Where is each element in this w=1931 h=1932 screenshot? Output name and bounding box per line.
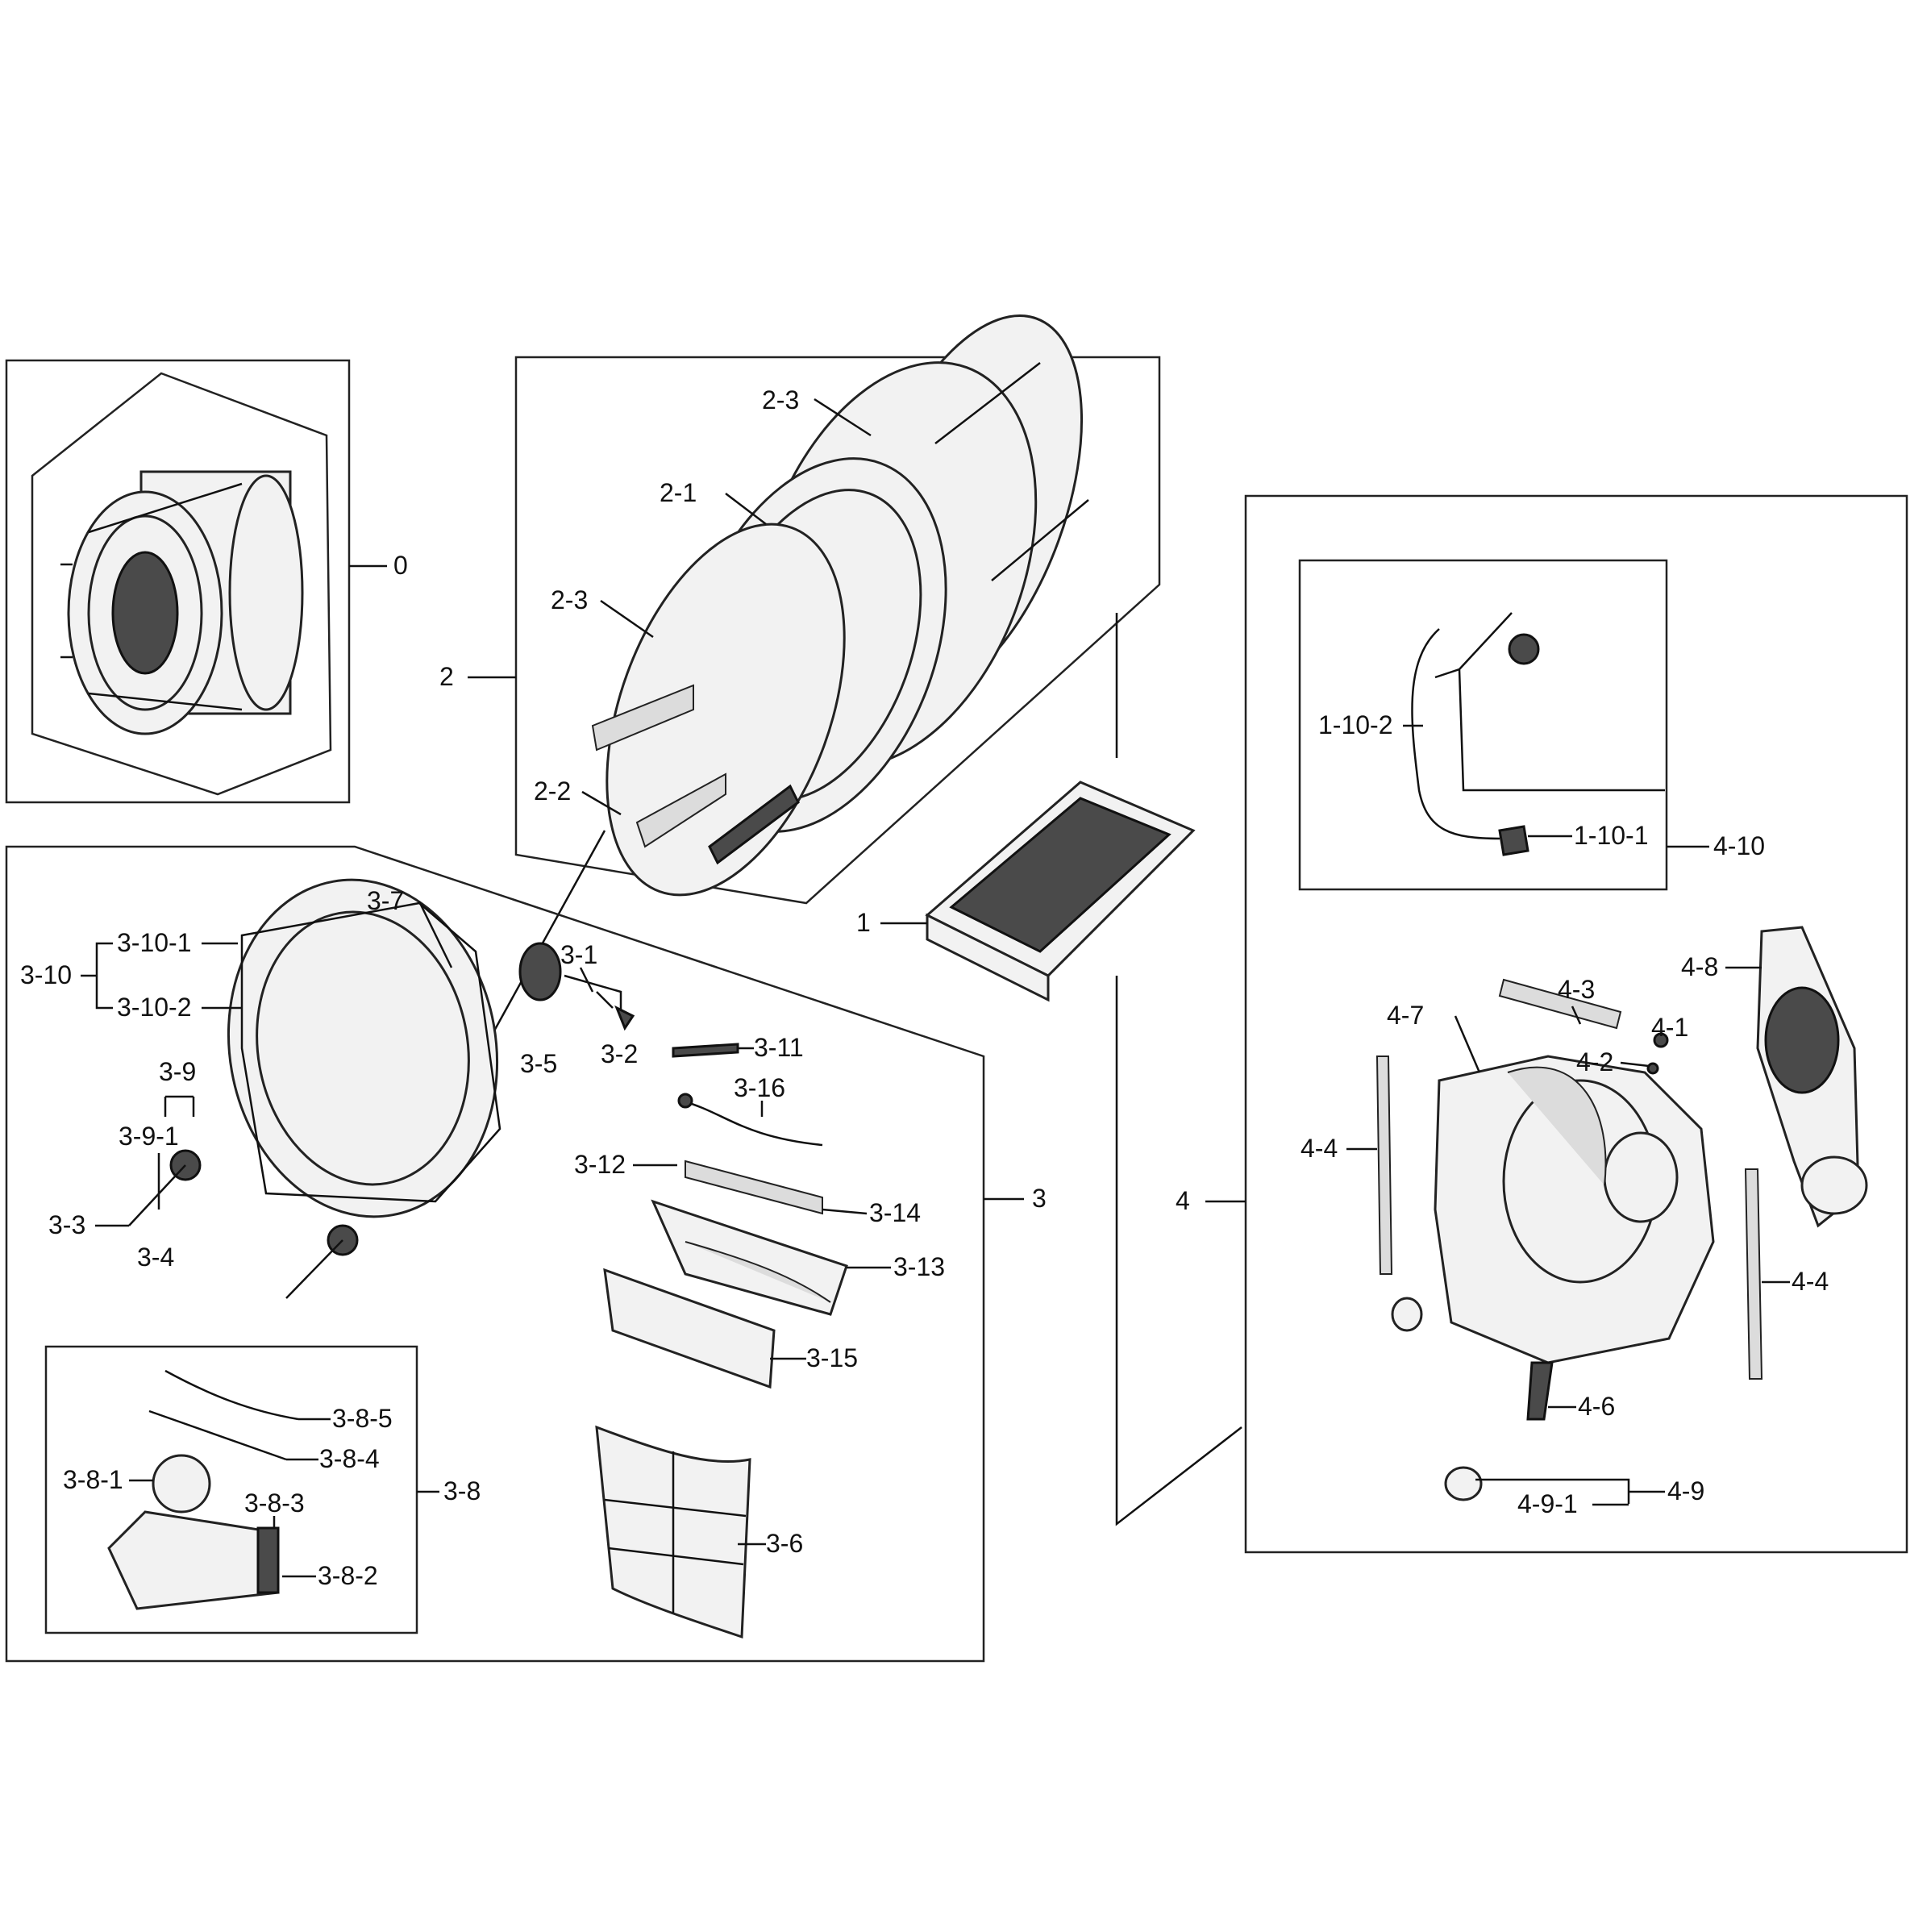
back-panel-illustration <box>1375 926 1868 1501</box>
label-3-8-5: 3-8-5 <box>332 1404 393 1433</box>
label-3-9-1: 3-9-1 <box>119 1122 179 1151</box>
part-3-8-1-seal <box>152 1454 211 1514</box>
panel-0-drum-assembly: 0 <box>5 359 408 804</box>
label-2-3-mid: 2-3 <box>551 585 588 614</box>
leader-2-3-mid <box>600 599 654 639</box>
bracket-3-9 <box>164 1095 195 1117</box>
part-4-4-left-rail <box>1375 1056 1393 1275</box>
panel-4-rear: 1-10-2 1-10-1 4-10 4-3 4-8 4-1 <box>1176 494 1908 1554</box>
label-4-2: 4-2 <box>1576 1047 1613 1076</box>
panel-4-frame <box>1244 494 1908 1554</box>
bracket-3-10 <box>81 942 113 1010</box>
label-0: 0 <box>393 551 408 580</box>
label-4-9: 4-9 <box>1667 1476 1704 1505</box>
label-3-9: 3-9 <box>159 1057 196 1086</box>
part-3-8-4-rod <box>148 1409 287 1461</box>
front-panel-illustration <box>128 878 501 1299</box>
label-3-8-2: 3-8-2 <box>318 1561 378 1590</box>
label-3-13: 3-13 <box>893 1252 945 1281</box>
lock-parts-illustration <box>518 942 635 1031</box>
label-1: 1 <box>856 908 871 937</box>
panel-0-outline <box>31 372 332 796</box>
label-3-11: 3-11 <box>754 1033 804 1062</box>
leader-4-3 <box>1571 1006 1582 1025</box>
label-3-2: 3-2 <box>601 1039 638 1068</box>
label-4-8: 4-8 <box>1681 952 1718 981</box>
panel-3-8-duct: 3-8-5 3-8-4 3-8-1 3-8-3 3-8-2 3-8 <box>44 1345 481 1634</box>
label-3-3: 3-3 <box>48 1210 85 1239</box>
leader-2-2 <box>581 790 622 816</box>
label-3-10: 3-10 <box>20 960 72 989</box>
label-3-8: 3-8 <box>443 1476 481 1505</box>
leader-2-3-top <box>814 398 872 437</box>
part-3-14-bracket <box>685 1160 823 1215</box>
panel-4-10-frame <box>1298 559 1668 891</box>
label-3-1: 3-1 <box>560 940 597 969</box>
panel-3-front: 3-7 3-10-1 3-10-2 3-10 3-9 3-9-1 3-3 3-4… <box>5 845 1047 1663</box>
part-4-9-roller <box>1444 1466 1483 1501</box>
panel-2-drum: 2-3 2-1 2-3 2-2 2 <box>439 314 1161 905</box>
drum-assembly-illustration <box>60 470 304 735</box>
label-3-15: 3-15 <box>806 1343 858 1372</box>
label-4: 4 <box>1176 1186 1190 1215</box>
bracket-4-9 <box>1475 1478 1665 1504</box>
label-2: 2 <box>439 662 454 691</box>
part-1-10-2-harness <box>1411 628 1500 840</box>
leader-4-7 <box>1454 1015 1481 1073</box>
leader-3-14 <box>822 1208 868 1215</box>
label-3-10-2: 3-10-2 <box>117 993 192 1022</box>
label-3-10-1: 3-10-1 <box>117 928 192 957</box>
label-3: 3 <box>1032 1184 1047 1213</box>
label-4-4-left: 4-4 <box>1301 1134 1338 1163</box>
label-4-3: 4-3 <box>1558 975 1595 1004</box>
label-4-4-right: 4-4 <box>1792 1267 1829 1296</box>
label-3-7: 3-7 <box>367 886 404 915</box>
panel-3-8-frame <box>44 1345 418 1634</box>
part-1-housing: 1 <box>856 781 1196 1002</box>
leader-3-1 <box>579 967 594 993</box>
label-1-10-1: 1-10-1 <box>1574 821 1649 850</box>
label-4-6: 4-6 <box>1578 1392 1615 1421</box>
label-2-2: 2-2 <box>534 777 571 806</box>
label-3-4: 3-4 <box>137 1243 174 1272</box>
label-3-8-1: 3-8-1 <box>63 1465 123 1494</box>
label-4-9-1: 4-9-1 <box>1517 1489 1578 1518</box>
part-3-8-5-strip <box>164 1369 299 1421</box>
label-3-6: 3-6 <box>766 1529 803 1558</box>
panel-3-outline <box>5 845 985 1663</box>
label-3-14: 3-14 <box>869 1198 921 1227</box>
label-3-16: 3-16 <box>734 1073 785 1102</box>
label-2-1: 2-1 <box>660 478 697 507</box>
panel-0-frame <box>5 359 351 804</box>
label-3-12: 3-12 <box>574 1150 626 1179</box>
leader-4-2 <box>1620 1061 1650 1068</box>
part-4-3-bracket <box>1498 978 1622 1030</box>
label-4-7: 4-7 <box>1387 1001 1424 1030</box>
label-2-3-top: 2-3 <box>762 385 799 414</box>
drum-illustration <box>591 314 1089 897</box>
label-4-1: 4-1 <box>1651 1013 1688 1042</box>
part-3-15-frame <box>603 1268 776 1389</box>
leader-2-1 <box>725 493 767 525</box>
label-4-10: 4-10 <box>1713 831 1765 860</box>
part-4-6-sensor <box>1526 1361 1554 1421</box>
leader-3-7 <box>418 901 453 968</box>
label-3-8-3: 3-8-3 <box>244 1489 305 1518</box>
label-3-5: 3-5 <box>520 1049 557 1078</box>
part-3-16-wire <box>680 1099 823 1147</box>
label-1-10-2: 1-10-2 <box>1318 710 1393 739</box>
part-3-11-wire <box>672 1043 739 1058</box>
part-4-4-right-rail <box>1744 1168 1763 1380</box>
part-3-8-2-duct <box>107 1510 280 1610</box>
label-3-8-4: 3-8-4 <box>319 1444 380 1473</box>
